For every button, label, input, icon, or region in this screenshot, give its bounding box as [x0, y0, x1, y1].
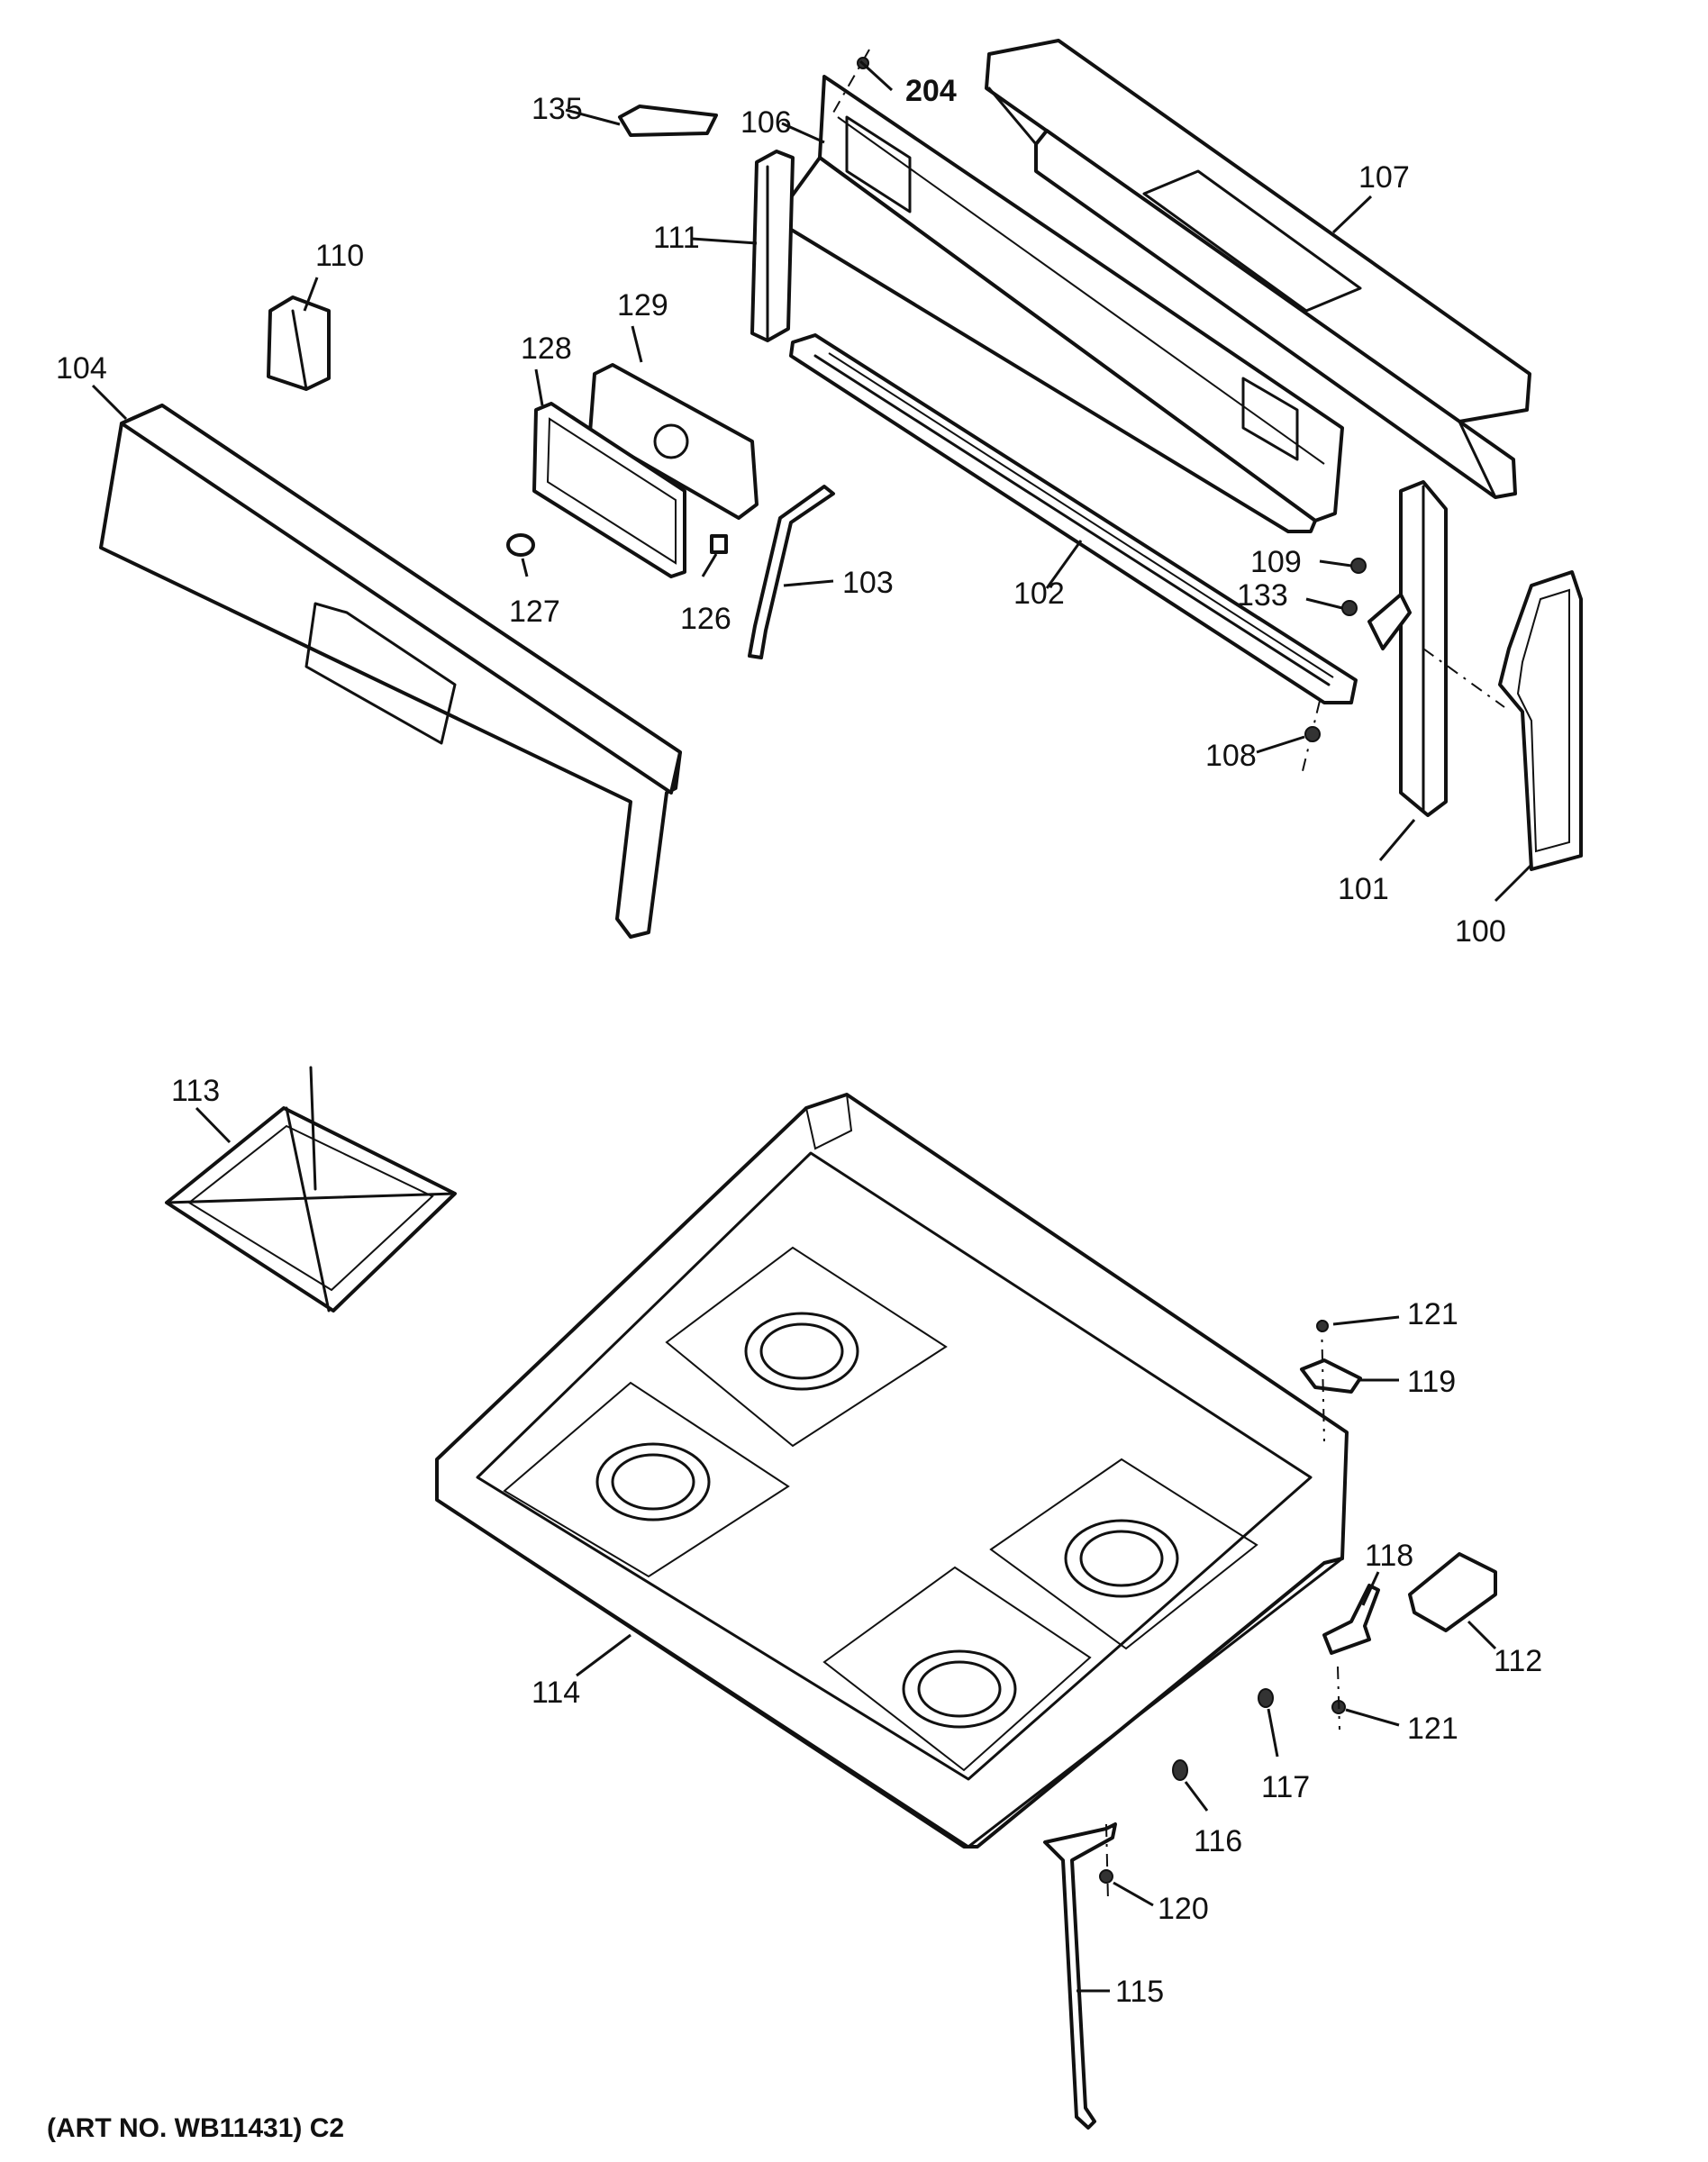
part-128-window — [532, 402, 686, 578]
callout-100: 100 — [1455, 914, 1506, 949]
callout-121-upper: 121 — [1407, 1297, 1458, 1331]
part-113-grate — [165, 1066, 457, 1313]
callout-204: 204 — [905, 74, 957, 108]
callout-129: 129 — [617, 288, 668, 322]
callout-labels: 135 204 106 107 111 110 104 129 128 103 … — [56, 74, 1542, 2009]
callout-108: 108 — [1205, 739, 1257, 773]
part-108-screw — [1301, 700, 1321, 776]
callout-103: 103 — [842, 566, 894, 600]
callout-116: 116 — [1194, 1824, 1242, 1858]
part-126-clip — [710, 534, 728, 554]
art-number: (ART NO. WB11431) C2 — [47, 2113, 344, 2143]
part-121-screw-upper — [1316, 1320, 1329, 1332]
callout-120: 120 — [1158, 1892, 1209, 1926]
part-117-nut — [1258, 1688, 1274, 1708]
part-121-screw-lower — [1331, 1666, 1346, 1731]
callout-114: 114 — [531, 1676, 580, 1710]
part-103-tube — [748, 485, 835, 659]
callout-104: 104 — [56, 351, 107, 386]
callout-135: 135 — [531, 92, 583, 126]
part-116-nut — [1172, 1759, 1188, 1781]
callout-126: 126 — [680, 602, 731, 636]
part-101-side-bracket — [1367, 480, 1448, 817]
part-119-hinge — [1300, 1319, 1362, 1442]
part-135-clip — [618, 104, 718, 137]
part-106-backguard — [775, 75, 1344, 533]
part-127-knob — [506, 533, 535, 557]
part-114-cooktop — [435, 1093, 1349, 1849]
callout-133: 133 — [1237, 578, 1288, 613]
callout-112: 112 — [1494, 1644, 1542, 1678]
callout-111: 111 — [653, 221, 700, 255]
part-107-rear-panel — [985, 39, 1531, 499]
callout-127: 127 — [509, 595, 560, 629]
leader-lines — [91, 59, 1533, 1993]
callout-118: 118 — [1365, 1539, 1413, 1573]
callout-119: 119 — [1407, 1365, 1456, 1399]
callout-117: 117 — [1261, 1770, 1310, 1804]
callout-113: 113 — [171, 1074, 220, 1108]
part-102-manifold-panel — [789, 333, 1358, 704]
callout-109: 109 — [1250, 545, 1302, 579]
callout-106: 106 — [740, 105, 792, 140]
callout-110: 110 — [315, 239, 364, 273]
part-115-rod — [1043, 1822, 1117, 2130]
part-104-control-panel — [99, 404, 682, 939]
part-100-end-cap — [1422, 570, 1583, 871]
part-112-bracket — [1408, 1552, 1497, 1632]
callout-121-lower: 121 — [1407, 1712, 1458, 1746]
callout-101: 101 — [1338, 872, 1389, 906]
callout-102: 102 — [1013, 577, 1065, 611]
part-111-bracket — [750, 150, 795, 342]
callout-115: 115 — [1115, 1975, 1164, 2009]
callout-128: 128 — [521, 332, 572, 366]
part-133-nut — [1341, 600, 1358, 616]
part-120-nut — [1099, 1869, 1113, 1884]
part-118-bracket — [1322, 1584, 1380, 1655]
callout-107: 107 — [1358, 160, 1410, 195]
part-109-nut — [1350, 558, 1367, 574]
part-110-switch — [267, 295, 331, 391]
